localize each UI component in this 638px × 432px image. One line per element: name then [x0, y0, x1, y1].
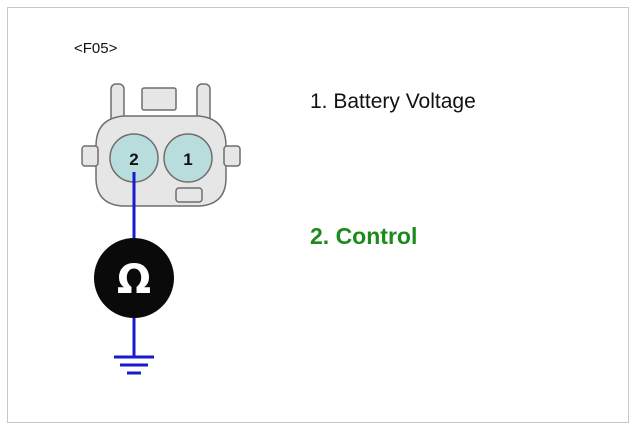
connector-right-ear	[223, 145, 241, 167]
ohmmeter-icon: Ω	[94, 238, 174, 318]
connector-id-label: <F05>	[74, 40, 118, 57]
ground-symbol-icon	[114, 355, 154, 375]
pin-2-description: 2. Control	[310, 223, 418, 249]
connector-latch	[141, 87, 177, 111]
pin-1-number: 1	[183, 150, 192, 169]
pin-2-number: 2	[129, 150, 138, 169]
connector-bottom-tab	[175, 187, 203, 203]
pin-1-cavity	[163, 133, 213, 183]
connector-left-ear	[81, 145, 99, 167]
pin-1-description: 1. Battery Voltage	[310, 90, 476, 113]
ohmmeter-body	[94, 238, 174, 318]
connector-pin-1: 1	[163, 133, 213, 183]
ohm-symbol: Ω	[117, 257, 151, 303]
diagram-frame	[7, 7, 629, 423]
connector-housing	[81, 83, 241, 207]
